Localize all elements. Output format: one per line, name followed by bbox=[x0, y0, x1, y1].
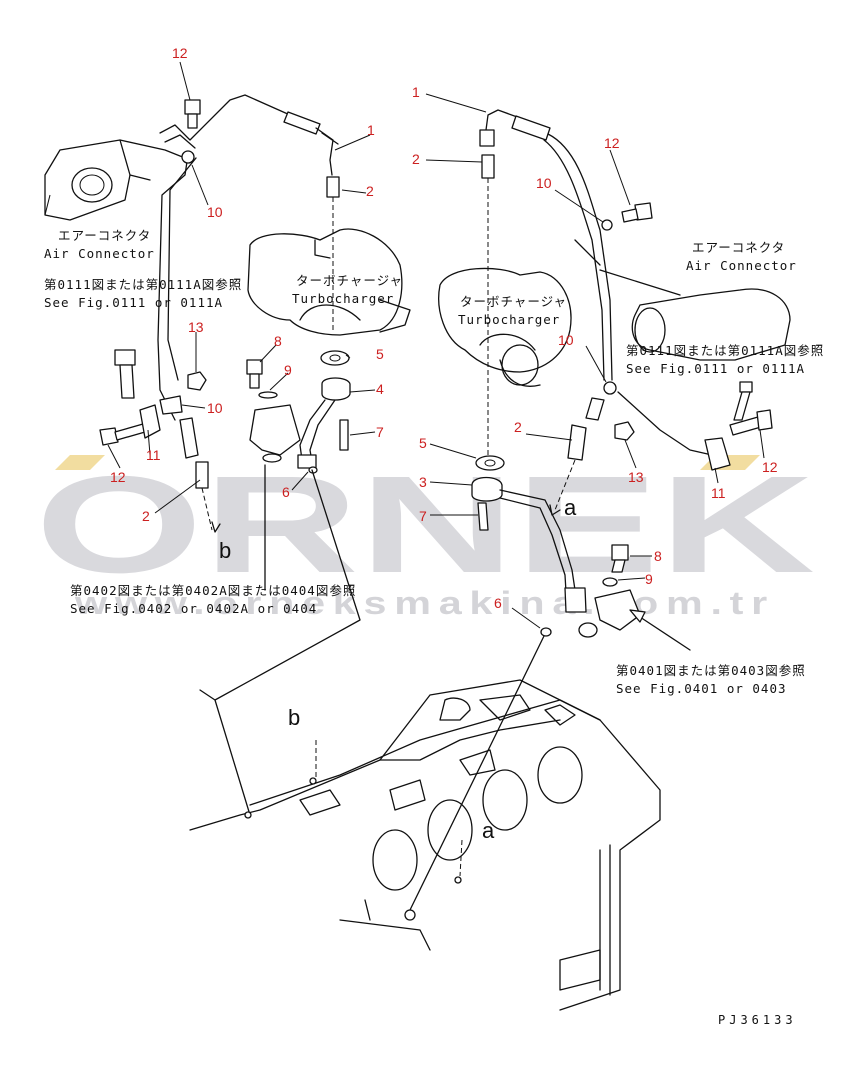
callout-12-right-top: 12 bbox=[604, 135, 620, 151]
callout-leaders bbox=[107, 61, 765, 629]
callout-10-left-mid: 10 bbox=[207, 400, 223, 416]
ref-0401-jp: 第0401図または第0403図参照 bbox=[616, 663, 806, 678]
callout-10-right-mid: 10 bbox=[558, 332, 574, 348]
connection-b-block: b bbox=[288, 705, 300, 730]
connection-a-block: a bbox=[482, 818, 495, 843]
callout-13-left: 13 bbox=[188, 319, 204, 335]
callout-6-left: 6 bbox=[282, 484, 290, 500]
callout-8-left: 8 bbox=[274, 333, 282, 349]
callout-9-right: 9 bbox=[645, 571, 653, 587]
callout-1-right: 1 bbox=[412, 84, 420, 100]
callout-11-left: 11 bbox=[146, 447, 161, 463]
diagram-code: PJ36133 bbox=[718, 1013, 797, 1027]
left-assembly bbox=[44, 94, 411, 816]
callout-2-right-top: 2 bbox=[412, 151, 420, 167]
flange-4-left bbox=[321, 377, 351, 401]
callout-10-left-top: 10 bbox=[207, 204, 223, 220]
watermark: ORNEK www.orneksmakina.com.tr bbox=[35, 448, 815, 621]
callout-8-right: 8 bbox=[654, 548, 662, 564]
callout-2-right-mid: 2 bbox=[514, 419, 522, 435]
engine-block bbox=[189, 679, 661, 1011]
callout-3-left: 3 bbox=[419, 474, 427, 490]
ref-0402-en: See Fig.0402 or 0402A or 0404 bbox=[70, 601, 317, 616]
callout-2-left-bottom: 2 bbox=[142, 508, 150, 524]
right-turbocharger bbox=[438, 267, 572, 387]
ref-0401-en: See Fig.0401 or 0403 bbox=[616, 681, 787, 696]
air-connector-jp-left: エアーコネクタ bbox=[58, 228, 151, 243]
callout-13-right: 13 bbox=[628, 469, 644, 485]
callout-7-right: 7 bbox=[419, 508, 427, 524]
watermark-url: www.orneksmakina.com.tr bbox=[74, 585, 775, 621]
callout-12-left-top: 12 bbox=[172, 45, 188, 61]
ref-0111-jp-right: 第0111図または第0111A図参照 bbox=[626, 343, 824, 358]
ref-0402-jp: 第0402図または第0402A図または0404図参照 bbox=[70, 583, 356, 598]
callout-numbers: 12 1 2 10 13 8 9 5 4 7 10 11 12 6 2 1 2 … bbox=[110, 45, 778, 611]
turbo-jp-left: ターボチャージャ bbox=[296, 273, 403, 288]
left-air-connector bbox=[44, 139, 191, 221]
callout-6-right: 6 bbox=[494, 595, 502, 611]
ref-0111-en-right: See Fig.0111 or 0111A bbox=[626, 361, 805, 376]
callout-1-left: 1 bbox=[367, 122, 375, 138]
turbo-en-right: Turbocharger bbox=[458, 312, 560, 327]
bracket-left bbox=[249, 404, 301, 456]
watermark-accent-left bbox=[55, 455, 105, 470]
turbo-jp-right: ターボチャージャ bbox=[460, 294, 567, 309]
right-air-connector bbox=[574, 239, 791, 361]
ref-0111-jp-left: 第0111図または第0111A図参照 bbox=[44, 277, 242, 292]
turbo-en-left: Turbocharger bbox=[292, 291, 394, 306]
callout-4-left: 4 bbox=[376, 381, 384, 397]
clip-11-left bbox=[139, 404, 161, 439]
connection-b-top: b bbox=[219, 538, 231, 563]
callout-12-left-bottom: 12 bbox=[110, 469, 126, 485]
callout-7-left: 7 bbox=[376, 424, 384, 440]
air-connector-jp-right: エアーコネクタ bbox=[692, 240, 785, 255]
right-assembly bbox=[409, 109, 791, 911]
callout-12-right-bottom: 12 bbox=[762, 459, 778, 475]
callout-5-right: 5 bbox=[419, 435, 427, 451]
callout-9-left: 9 bbox=[284, 362, 292, 378]
callout-10-right-top: 10 bbox=[536, 175, 552, 191]
ref-0111-en-left: See Fig.0111 or 0111A bbox=[44, 295, 223, 310]
air-connector-en-left: Air Connector bbox=[44, 246, 155, 261]
bolt-12-left-top bbox=[184, 99, 201, 129]
left-turbocharger bbox=[247, 228, 411, 336]
watermark-main: ORNEK bbox=[35, 448, 815, 602]
callout-5-left: 5 bbox=[376, 346, 384, 362]
gasket-5-left bbox=[320, 350, 350, 366]
connection-a-top: a bbox=[564, 495, 577, 520]
callout-11-right: 11 bbox=[711, 485, 726, 501]
callout-2-left-top: 2 bbox=[366, 183, 374, 199]
air-connector-en-right: Air Connector bbox=[686, 258, 797, 273]
text-labels: エアーコネクタ Air Connector 第0111図または第0111A図参照… bbox=[44, 228, 824, 1027]
